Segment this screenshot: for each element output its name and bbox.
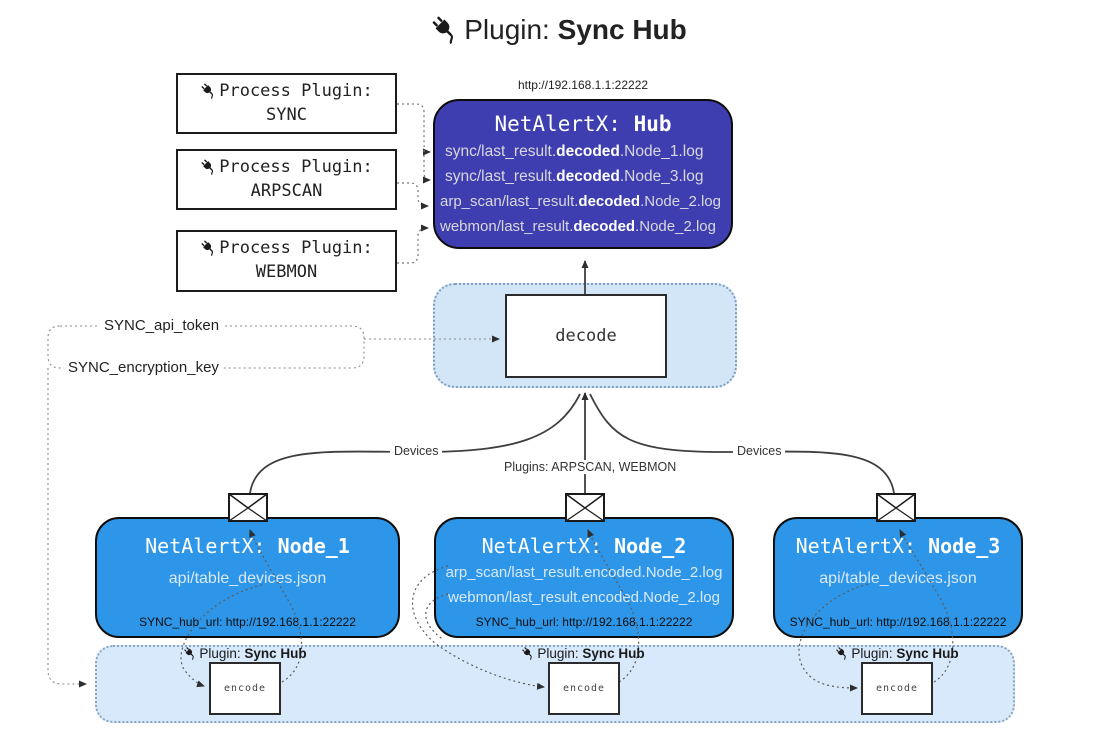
process-plugin-name: SYNC [266,105,307,125]
node-title-prefix: NetAlertX: [481,534,615,558]
edge-label-devices-left: Devices [390,444,443,458]
log-pre: arp_scan/last_result. [440,193,579,210]
hub-box: NetAlertX: Hub sync/last_result.decoded.… [433,99,733,249]
plug-icon [200,82,217,99]
log-post: .Node_2.log [640,193,721,210]
edge-sync-to-hub-2 [422,150,431,184]
log-bold: decoded [578,193,641,210]
edge-arpscan-to-hub [397,182,429,210]
log-bold: decoded [556,143,620,160]
log-bold: decoded [556,168,620,185]
edge-config-to-band [47,368,87,688]
node-title-name: Node_1 [277,534,350,558]
node-box-node-3: NetAlertX: Node_3 api/table_devices.json… [773,517,1023,638]
hub-log-line: webmon/last_result.decoded.Node_2.log [435,214,731,239]
decode-box: decode [505,294,667,378]
hub-url-label: http://192.168.1.1:22222 [517,78,649,92]
process-plugin-label: Process Plugin: [219,81,373,101]
log-post: .Node_3.log [619,168,704,185]
process-plugin-box-webmon: Process Plugin: WEBMON [176,230,397,292]
node-title-prefix: NetAlertX: [795,534,929,558]
page-title-prefix: Plugin: [464,14,558,45]
node-box-node-2: NetAlertX: Node_2 arp_scan/last_result.e… [434,517,734,638]
page-title-name: Sync Hub [557,14,687,45]
log-pre: sync/last_result. [445,168,557,185]
hub-title-prefix: NetAlertX: [494,112,634,136]
encode-plugin-label-prefix: Plugin: [851,646,897,661]
node-title-name: Node_3 [928,534,1001,558]
node-title: NetAlertX: Node_1 [97,534,398,558]
process-plugin-box-sync: Process Plugin: SYNC [176,73,397,134]
plug-icon [200,239,217,256]
encode-plugin-label-name: Sync Hub [244,646,307,661]
encode-plugin-label: Plugin: Sync Hub [150,646,340,661]
node-hub-url: SYNC_hub_url: http://192.168.1.1:22222 [475,615,693,629]
encode-box: encode [209,662,281,715]
encode-plugin-label: Plugin: Sync Hub [802,646,992,661]
encode-plugin-label-prefix: Plugin: [537,646,583,661]
node-data-line: webmon/last_result.encoded.Node_2.log [448,589,720,606]
plug-icon [183,646,197,660]
edge-webmon-to-hub [397,224,429,264]
edge-label-devices-right: Devices [733,444,786,458]
plug-icon [521,646,535,660]
hub-log-line: sync/last_result.decoded.Node_1.log [435,139,731,164]
plug-icon [430,14,460,44]
node-title: NetAlertX: Node_2 [436,534,732,558]
process-plugin-box-arpscan: Process Plugin: ARPSCAN [176,149,397,210]
plug-icon [200,158,217,175]
edge-label-plugins: Plugins: ARPSCAN, WEBMON [500,460,678,474]
encode-plugin-label-prefix: Plugin: [199,646,245,661]
hub-title-name: Hub [633,112,672,136]
process-plugin-label: Process Plugin: [219,238,373,258]
node-title-prefix: NetAlertX: [145,534,278,558]
log-bold: decoded [573,218,636,235]
hub-log-line: arp_scan/last_result.decoded.Node_2.log [435,189,731,214]
node-data-line: api/table_devices.json [819,570,977,587]
node-hub-url: SYNC_hub_url: http://192.168.1.1:22222 [789,615,1007,629]
node-box-node-1: NetAlertX: Node_1 api/table_devices.json… [95,517,400,638]
config-encryption-key-label: SYNC_encryption_key [64,359,223,376]
page-title: Plugin: Sync Hub [0,14,1117,46]
process-plugin-label-row: Process Plugin: [178,157,395,177]
log-post: .Node_1.log [619,143,704,160]
encode-plugin-label-name: Sync Hub [582,646,645,661]
hub-title: NetAlertX: Hub [435,109,731,139]
hub-log-line: sync/last_result.decoded.Node_3.log [435,164,731,189]
process-plugin-label: Process Plugin: [219,157,373,177]
node-hub-url: SYNC_hub_url: http://192.168.1.1:22222 [139,615,356,629]
process-plugin-label-row: Process Plugin: [178,81,395,101]
process-plugin-label-row: Process Plugin: [178,238,395,258]
node-title: NetAlertX: Node_3 [775,534,1021,558]
log-post: .Node_2.log [635,218,716,235]
edge-sync-to-hub-1 [397,103,431,156]
encode-plugin-label: Plugin: Sync Hub [488,646,678,661]
node-data-line: api/table_devices.json [168,570,327,587]
process-plugin-name: ARPSCAN [250,181,323,201]
plug-icon [835,646,849,660]
encode-box: encode [861,662,933,715]
process-plugin-name: WEBMON [255,262,318,282]
node-data-line: arp_scan/last_result.encoded.Node_2.log [445,564,723,581]
encode-box: encode [548,662,620,715]
config-api-token-label: SYNC_api_token [100,317,224,334]
node-title-name: Node_2 [614,534,687,558]
encode-plugin-label-name: Sync Hub [896,646,959,661]
log-pre: webmon/last_result. [440,218,574,235]
log-pre: sync/last_result. [445,143,557,160]
